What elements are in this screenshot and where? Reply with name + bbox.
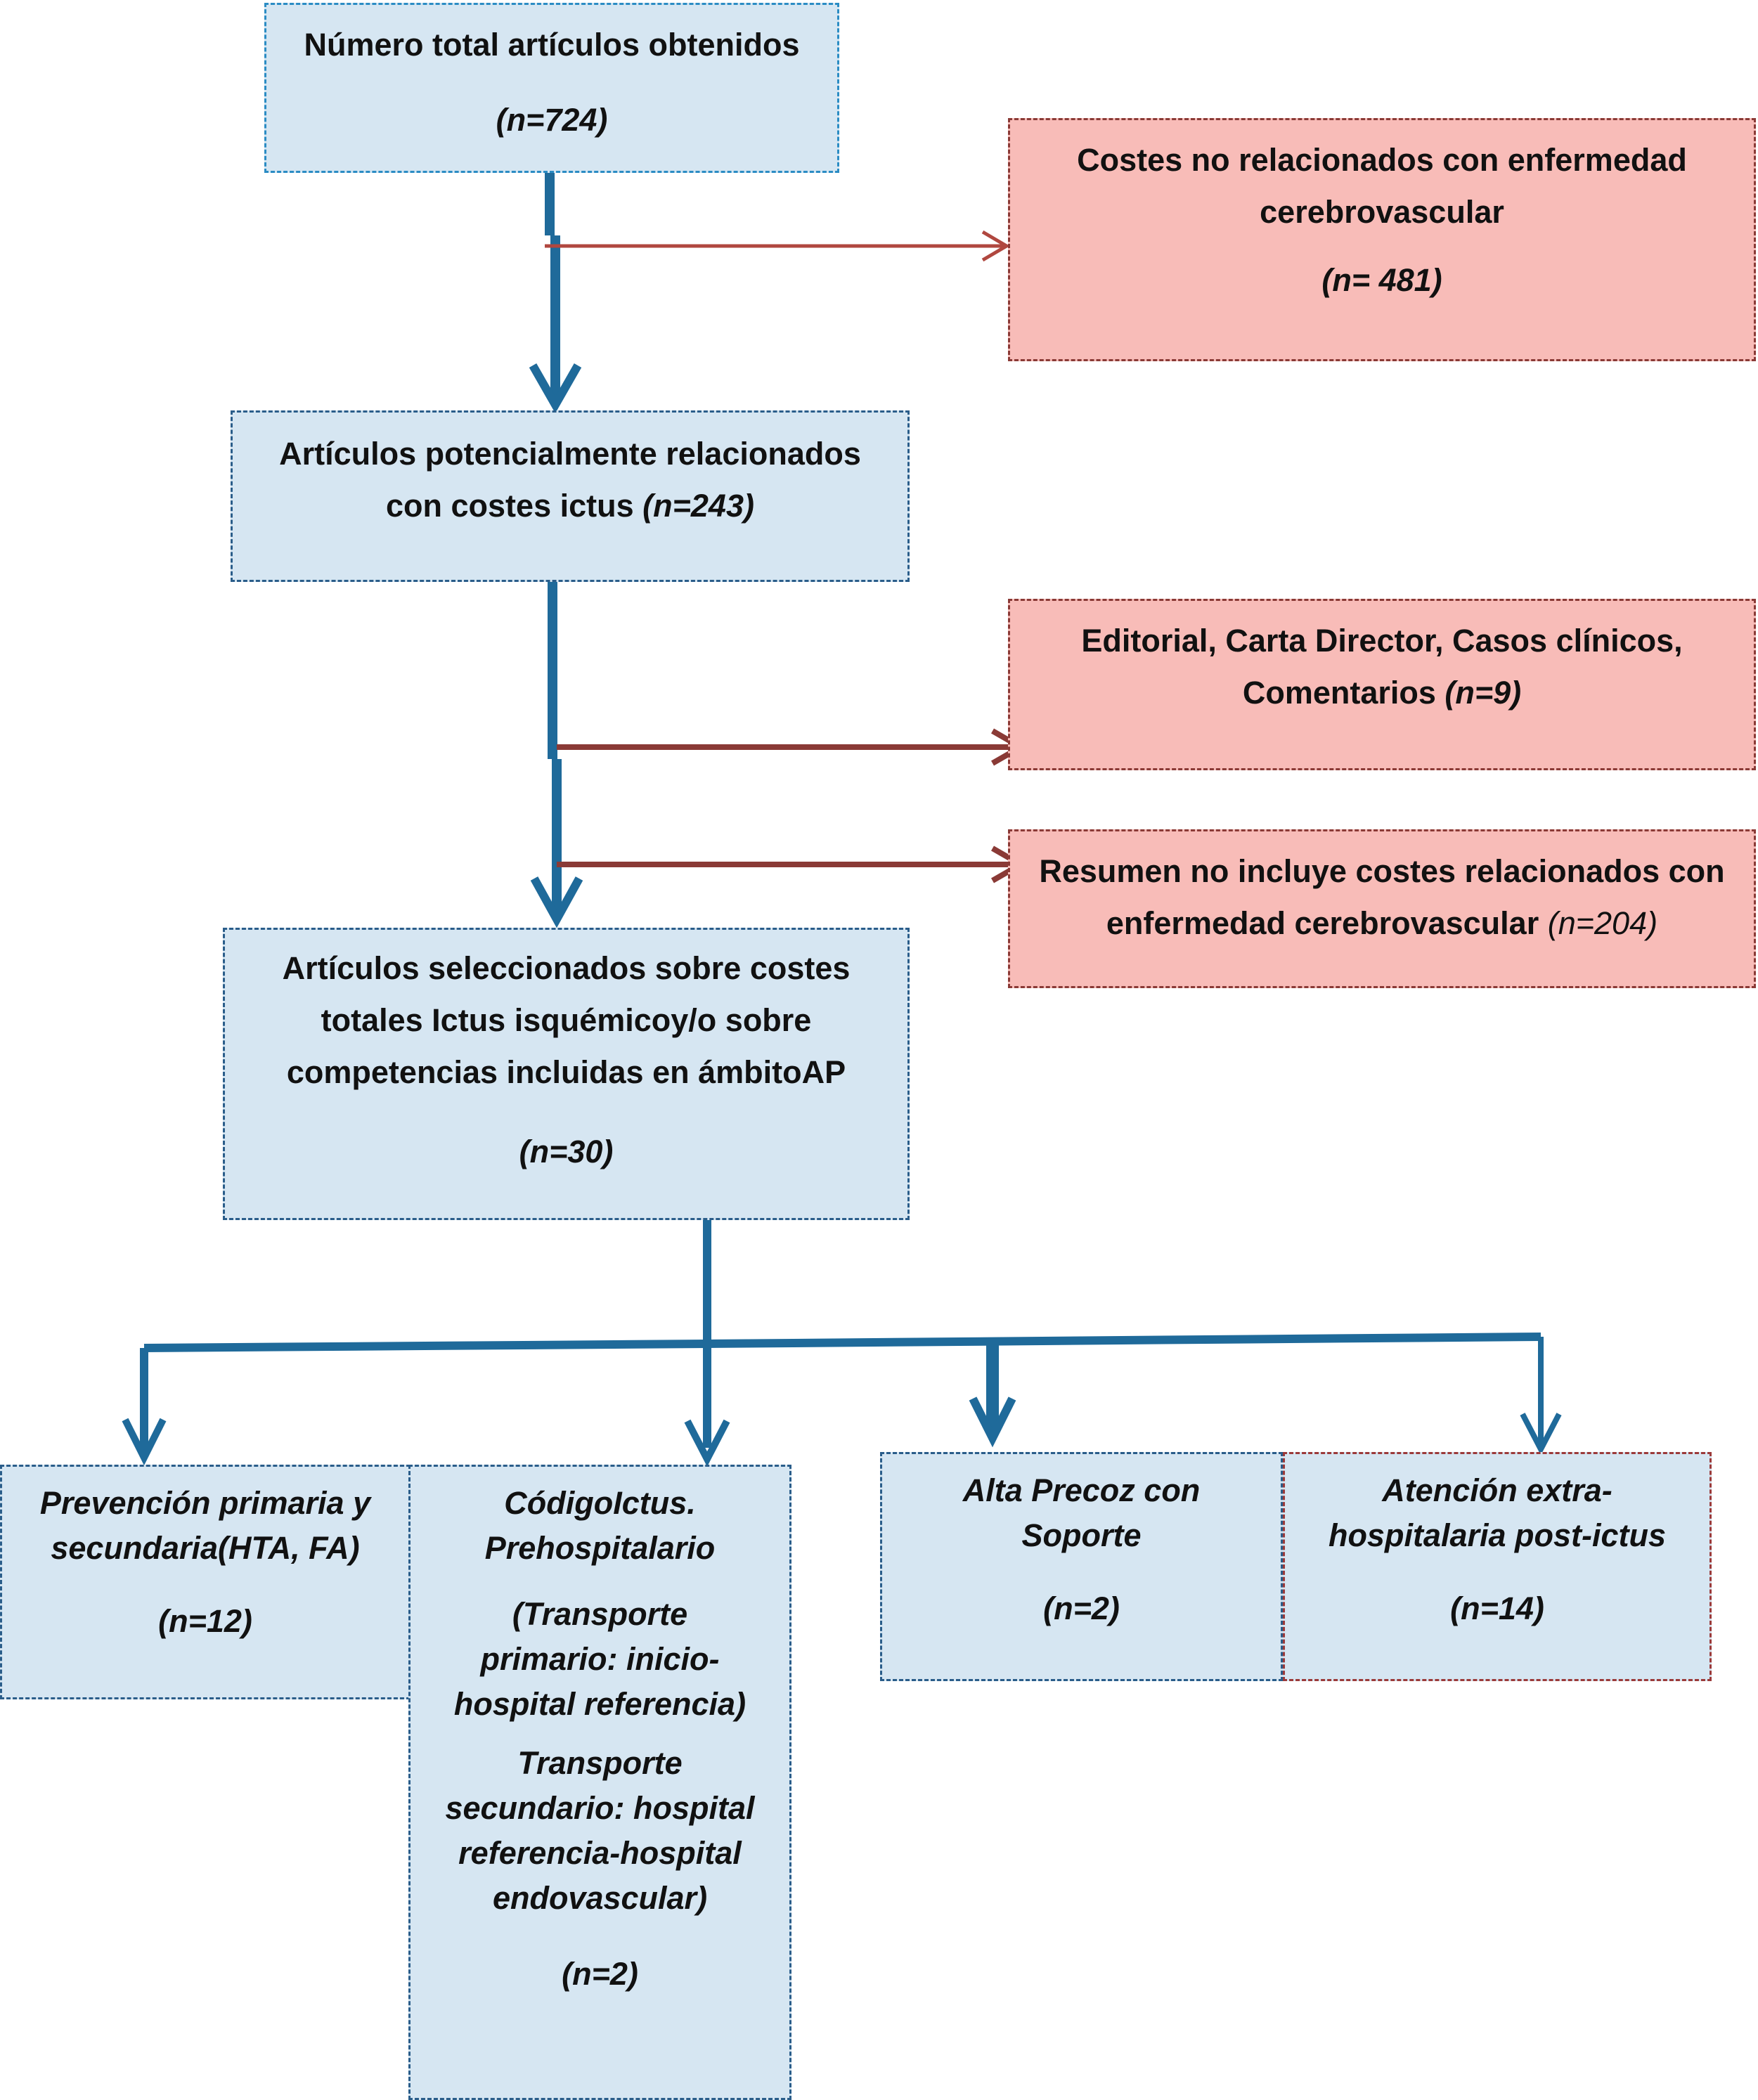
- total-count: (n=724): [496, 102, 608, 138]
- excluded-not-related-count: (n= 481): [1321, 262, 1442, 298]
- connector-branch-bus: [143, 1333, 1542, 1352]
- box-excluded-not-related: Costes no relacionados con enfermedad ce…: [1008, 118, 1756, 361]
- codigo-ictus-p2-line2: secundario: hospital: [445, 1790, 755, 1826]
- box-alta-precoz: Alta Precoz con Soporte (n=2): [880, 1452, 1283, 1681]
- excluded-summary-line2-row: enfermedad cerebrovascular (n=204): [1106, 897, 1657, 949]
- total-title: Número total artículos obtenidos: [304, 27, 800, 63]
- arrowhead-to-codigo-ictus: [684, 1419, 730, 1467]
- alta-precoz-line1: Alta Precoz con: [962, 1472, 1201, 1508]
- alta-precoz-line2: Soporte: [1021, 1517, 1142, 1553]
- atencion-line2: hospitalaria post-ictus: [1328, 1517, 1667, 1553]
- codigo-ictus-line2: Prehospitalario: [484, 1530, 716, 1566]
- box-excluded-editorial: Editorial, Carta Director, Casos clínico…: [1008, 599, 1756, 770]
- potential-line2-row: con costes ictus (n=243): [386, 480, 754, 532]
- arrowhead-excluded-not-related: [981, 230, 1010, 262]
- atencion-line1: Atención extra-: [1382, 1472, 1612, 1508]
- excluded-not-related-line1: Costes no relacionados con enfermedad: [1077, 142, 1687, 178]
- atencion-count: (n=14): [1450, 1590, 1544, 1626]
- arrowhead-to-prevention: [122, 1418, 167, 1466]
- prevention-count: (n=12): [158, 1603, 252, 1639]
- box-codigo-ictus: CódigoIctus. Prehospitalario (Transporte…: [408, 1465, 791, 2100]
- connector-total-to-potential: [545, 172, 560, 401]
- codigo-ictus-p2-line1: Transporte: [517, 1745, 683, 1781]
- excluded-editorial-count: (n=9): [1444, 675, 1522, 711]
- prevention-line1: Prevención primaria y: [39, 1485, 371, 1521]
- excluded-summary-line1: Resumen no incluye costes relacionados c…: [1039, 853, 1725, 889]
- excluded-editorial-line2-row: Comentarios (n=9): [1243, 667, 1521, 719]
- arrowhead-to-alta-precoz: [969, 1396, 1016, 1448]
- codigo-ictus-p1-line1: (Transporte: [512, 1596, 688, 1632]
- box-selected-articles: Artículos seleccionados sobre costes tot…: [223, 928, 910, 1220]
- box-potential-articles: Artículos potencialmente relacionados co…: [231, 410, 910, 582]
- selected-line2: totales Ictus isquémicoy/o sobre: [321, 1002, 812, 1038]
- box-atencion-extrahospitalaria: Atención extra- hospitalaria post-ictus …: [1283, 1452, 1712, 1681]
- box-total-articles: Número total artículos obtenidos (n=724): [264, 3, 839, 173]
- excluded-summary-count: (n=204): [1547, 905, 1658, 941]
- prevention-line2: secundaria(HTA, FA): [51, 1530, 360, 1566]
- box-prevention: Prevención primaria y secundaria(HTA, FA…: [0, 1465, 411, 1699]
- arrowhead-to-potential: [529, 363, 582, 414]
- connector-potential-to-selected: [548, 582, 562, 914]
- box-excluded-summary: Resumen no incluye costes relacionados c…: [1008, 829, 1756, 988]
- codigo-ictus-p1-line3: hospital referencia): [453, 1686, 746, 1722]
- selected-count: (n=30): [519, 1134, 614, 1169]
- codigo-ictus-p2-line3: referencia-hospital: [458, 1835, 742, 1871]
- excluded-editorial-line1: Editorial, Carta Director, Casos clínico…: [1081, 623, 1683, 659]
- codigo-ictus-line1: CódigoIctus.: [504, 1485, 696, 1521]
- arrowhead-to-selected: [530, 876, 583, 928]
- codigo-ictus-count: (n=2): [562, 1956, 638, 1992]
- potential-line1: Artículos potencialmente relacionados: [279, 436, 861, 472]
- arrowhead-to-atencion: [1520, 1413, 1562, 1456]
- excluded-not-related-line2: cerebrovascular: [1260, 194, 1504, 230]
- selected-line3: competencias incluidas en ámbitoAP: [286, 1054, 846, 1090]
- excluded-summary-line2: enfermedad cerebrovascular: [1106, 905, 1539, 941]
- codigo-ictus-p1-line2: primario: inicio-: [480, 1641, 720, 1677]
- excluded-editorial-line2: Comentarios: [1242, 675, 1436, 711]
- potential-count: (n=243): [642, 488, 754, 524]
- potential-line2: con costes ictus: [386, 488, 634, 524]
- codigo-ictus-p2-line4: endovascular): [492, 1880, 708, 1916]
- alta-precoz-count: (n=2): [1043, 1590, 1120, 1626]
- selected-line1: Artículos seleccionados sobre costes: [282, 950, 851, 986]
